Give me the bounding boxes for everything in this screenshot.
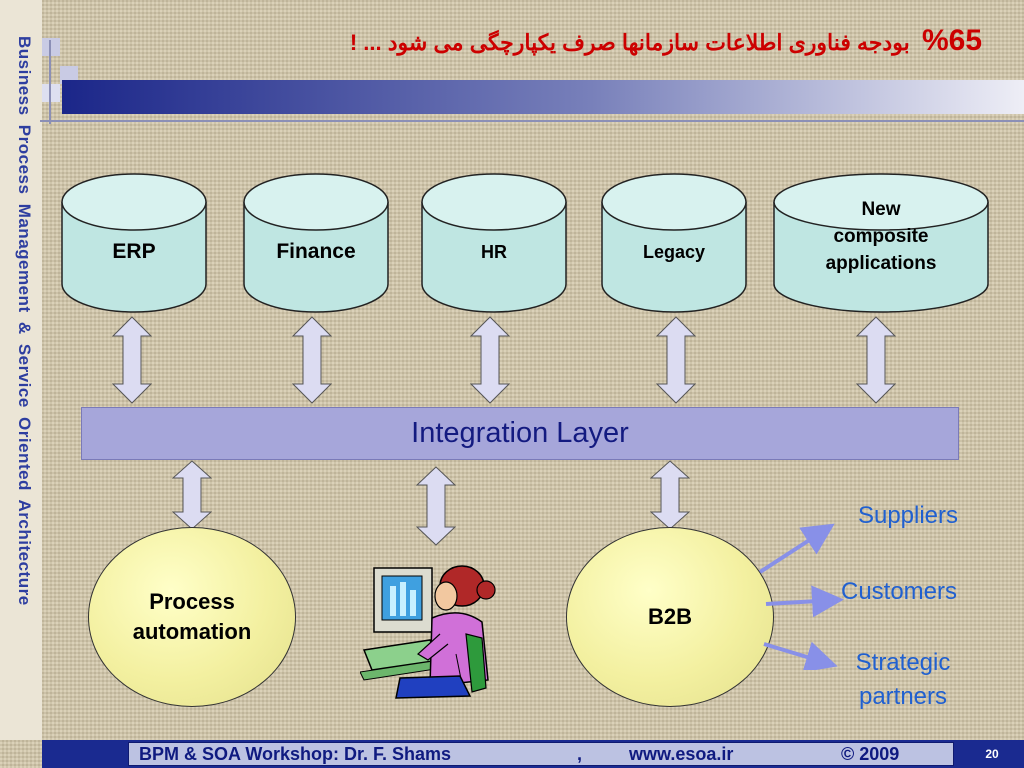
- arrow-to-suppliers: [758, 523, 835, 574]
- cylinder-label: Finance: [276, 240, 356, 263]
- double-arrow: [292, 316, 332, 404]
- title-bar: [62, 80, 1024, 114]
- woman-at-computer-icon: [360, 565, 496, 699]
- cylinder-finance: Finance: [242, 172, 390, 314]
- page-title: %65 بودجه فناوری اطلاعات سازمانها صرف یک…: [350, 24, 982, 58]
- cylinder-label: ERP: [112, 240, 156, 263]
- footer: BPM & SOA Workshop: Dr. F. Shams , www.e…: [128, 742, 954, 766]
- arrow-to-strategic: [763, 641, 838, 670]
- b2b-ellipse: B2B: [566, 527, 774, 707]
- side-strip: [0, 0, 42, 740]
- cylinder-hr: HR: [420, 172, 568, 314]
- footer-workshop: BPM & SOA Workshop: Dr. F. Shams: [139, 744, 452, 764]
- arrow-to-customers: [765, 585, 844, 618]
- deco-square: [42, 84, 60, 102]
- double-arrow: [856, 316, 896, 404]
- cylinder-label: HR: [481, 242, 507, 262]
- deco-line: [40, 120, 1024, 122]
- integration-layer: Integration Layer: [81, 407, 959, 460]
- double-arrow: [172, 460, 212, 530]
- title-percent: %65: [921, 24, 982, 57]
- suppliers-label: Suppliers: [857, 502, 959, 529]
- title-text: بودجه فناوری اطلاعات سازمانها صرف یکپارچ…: [349, 30, 910, 55]
- partner-arrows: [758, 523, 844, 670]
- footer-comma: ,: [577, 744, 583, 764]
- double-arrow: [650, 460, 690, 530]
- footer-copyright: © 2009: [841, 744, 900, 764]
- deco-square: [60, 66, 78, 84]
- double-arrow: [416, 466, 456, 546]
- process-automation-ellipse: Process automation: [88, 527, 296, 707]
- cylinder-label: Legacy: [642, 242, 706, 262]
- process-automation-label: Process automation: [132, 589, 252, 644]
- side-title: Business Process Management & Service Or…: [15, 36, 34, 606]
- cylinder-erp: ERP: [60, 172, 208, 314]
- footer-website: www.esoa.ir: [629, 744, 734, 764]
- double-arrow: [470, 316, 510, 404]
- strategic-partners-label: Strategic partners: [855, 649, 951, 710]
- double-arrow: [656, 316, 696, 404]
- double-arrow: [112, 316, 152, 404]
- cylinder-label: New composite applications: [825, 199, 937, 274]
- deco-line: [49, 40, 51, 124]
- deco-square: [42, 38, 60, 56]
- b2b-label: B2B: [647, 604, 692, 629]
- cylinder-new-composite: New composite applications: [772, 172, 990, 314]
- page-number: 20: [985, 747, 999, 761]
- customers-label: Customers: [840, 578, 958, 605]
- cylinder-legacy: Legacy: [600, 172, 748, 314]
